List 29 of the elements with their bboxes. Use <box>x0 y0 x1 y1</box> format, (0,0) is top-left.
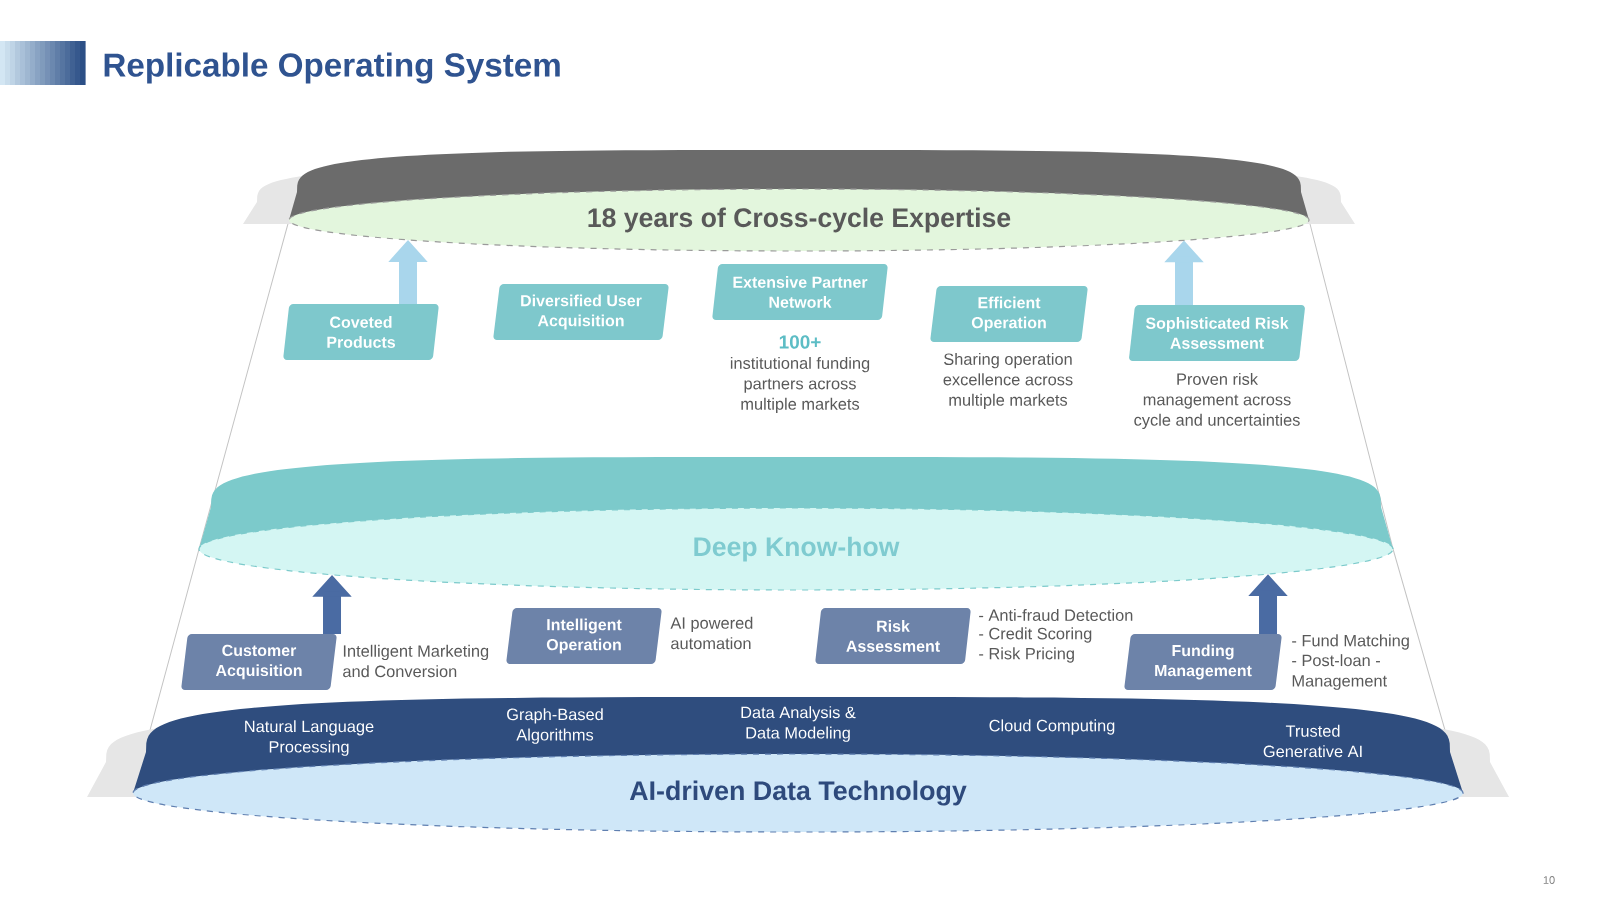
heading-tag: Efficient Operation <box>930 286 1088 342</box>
heading-tag: Extensive Partner Network <box>712 264 888 320</box>
heading-tag: Funding Management <box>1124 634 1282 690</box>
description-text: Intelligent Marketing and Conversion <box>343 644 489 678</box>
description-text: institutional funding partners across multiple markets <box>730 356 870 414</box>
bullet-item: - Risk Pricing <box>979 647 1074 663</box>
bullet-item: - Fund Matching <box>1292 634 1409 650</box>
band-label: Data Analysis & Data Modeling <box>741 706 856 742</box>
page-number: 10 <box>1543 876 1555 884</box>
band-label: Graph-Based Algorithms <box>507 708 603 744</box>
title: Replicable Operating System <box>104 52 560 84</box>
highlight-number: 100+ <box>779 335 821 349</box>
heading-tag: Diversified User Acquisition <box>493 284 669 340</box>
description-text: Sharing operation excellence across multiple markets <box>943 352 1073 410</box>
bullet-item: - Anti-fraud Detection <box>979 609 1133 622</box>
band-label: Natural Language Processing <box>245 720 374 756</box>
layer-band: Deep Know-how <box>198 457 1394 591</box>
layer-band: 18 years of Cross-cycle Expertise <box>288 150 1310 252</box>
band-label: Cloud Computing <box>989 719 1115 735</box>
description-text: Proven risk management across cycle and uncertainties <box>1134 372 1300 430</box>
band-label: Trusted Generative AI <box>1263 724 1362 758</box>
heading-tag: Sophisticated Risk Assessment <box>1129 305 1305 361</box>
heading-tag: Risk Assessment <box>815 608 971 664</box>
bullet-item: - Credit Scoring <box>979 627 1092 643</box>
description-text: AI powered automation <box>670 616 753 650</box>
heading-tag: Coveted Products <box>283 304 439 360</box>
bullet-item: - Post-loan - Management <box>1292 654 1387 690</box>
heading-tag: Intelligent Operation <box>506 608 662 664</box>
heading-tag: Customer Acquisition <box>181 634 337 690</box>
